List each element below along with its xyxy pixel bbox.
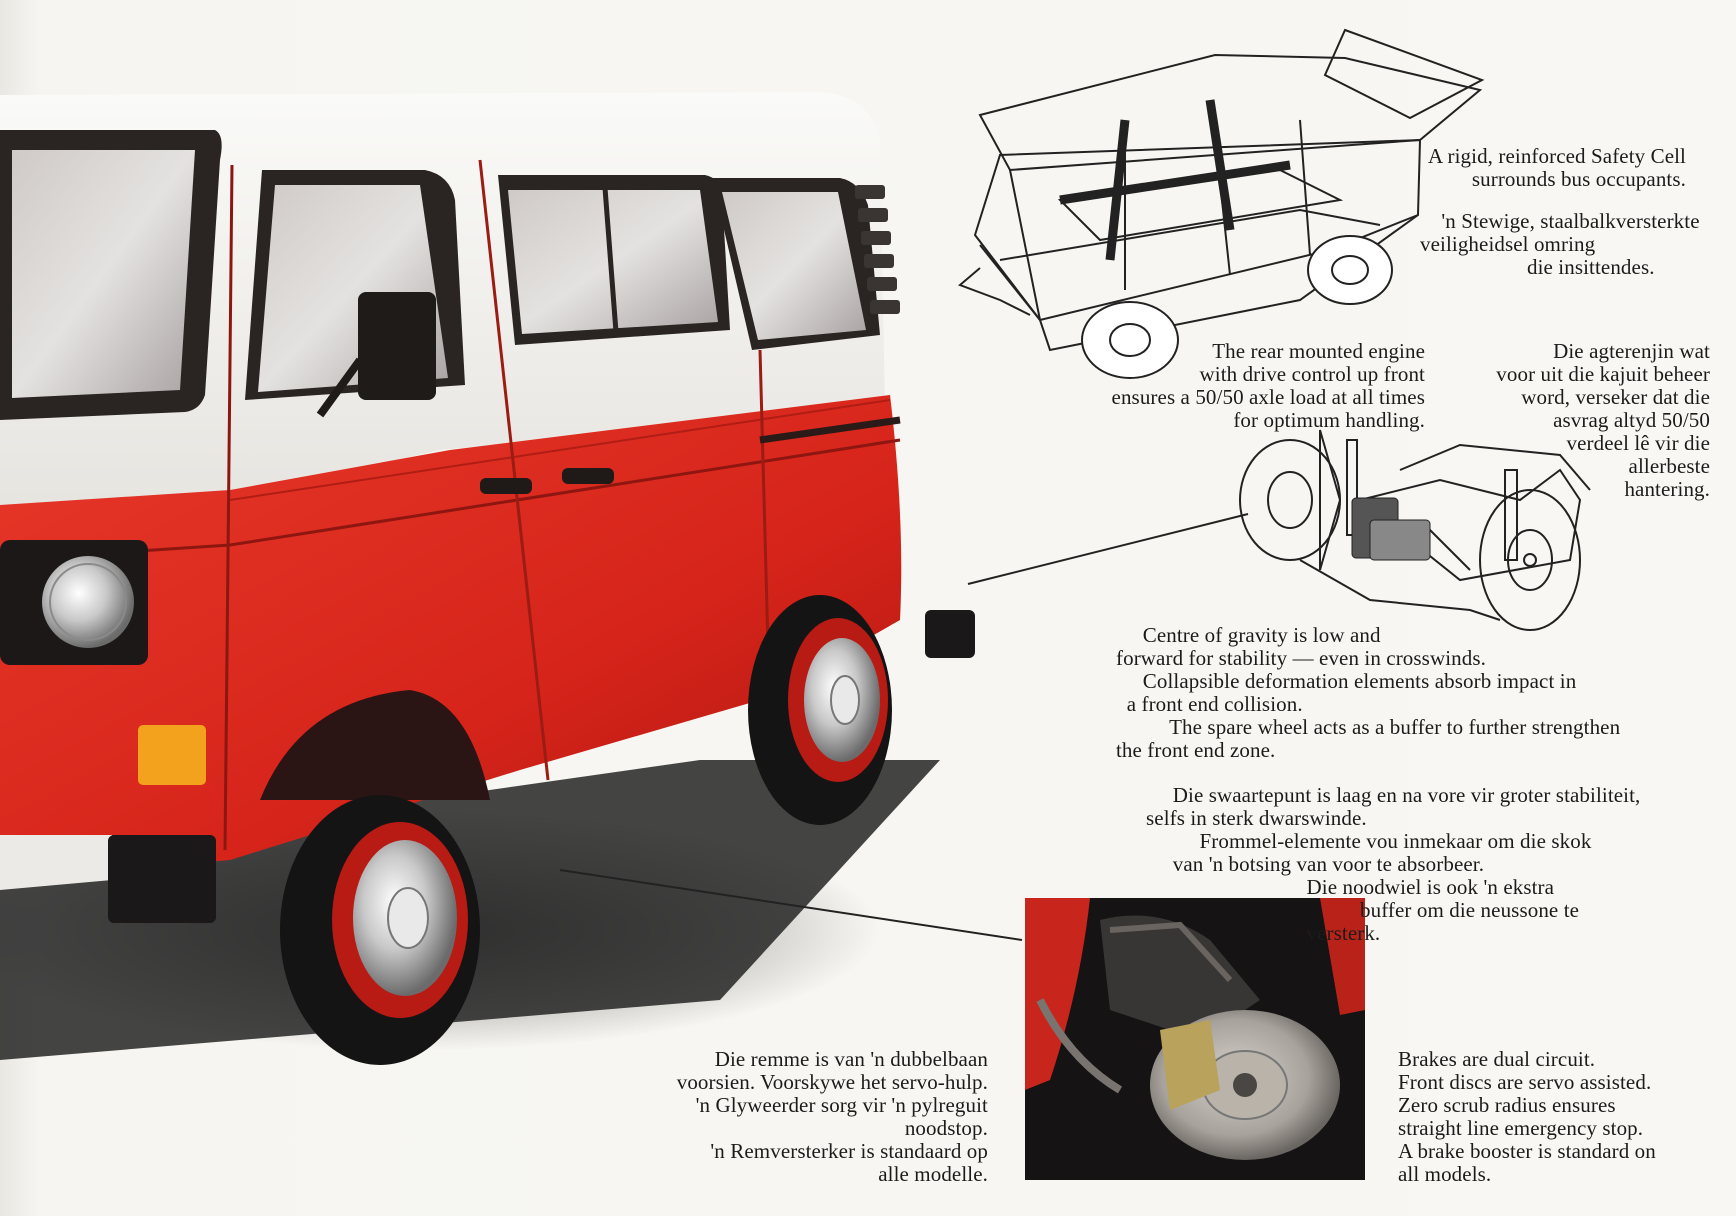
safety-cell-wheels	[1081, 235, 1393, 379]
side-mirror	[358, 292, 436, 400]
drivetrain-drawing	[1239, 429, 1591, 631]
front-bumper	[108, 835, 216, 923]
slider-handle	[562, 468, 614, 484]
headlight	[42, 556, 134, 648]
safety-cell-beams	[1059, 99, 1291, 261]
caption-safety-cell-en: A rigid, reinforced Safety Cell surround…	[1428, 144, 1686, 191]
door-handle	[480, 478, 532, 494]
caption-brakes-af: Die remme is van 'n dubbelbaan voorsien.…	[676, 1047, 988, 1186]
leader-line-drivetrain	[967, 513, 1249, 585]
indicator-light	[138, 725, 206, 785]
rear-wheel	[748, 595, 892, 825]
caption-gravity-en: Centre of gravity is low and forward for…	[1116, 623, 1621, 762]
caption-engine-en: The rear mounted engine with drive contr…	[1111, 339, 1425, 432]
van-photo	[0, 92, 975, 1065]
caption-brakes-en: Brakes are dual circuit. Front discs are…	[1398, 1047, 1656, 1186]
front-wheel	[260, 690, 490, 1065]
caption-safety-cell-af: 'n Stewige, staalbalkversterkte veilighe…	[1420, 209, 1700, 279]
air-vents	[855, 185, 900, 314]
caption-engine-af: Die agterenjin wat voor uit die kajuit b…	[1496, 339, 1710, 501]
leader-line-brake	[559, 869, 1023, 941]
caption-gravity-af: Die swaartepunt is laag en na vore vir g…	[1146, 783, 1641, 945]
rear-bumper-end	[925, 610, 975, 658]
